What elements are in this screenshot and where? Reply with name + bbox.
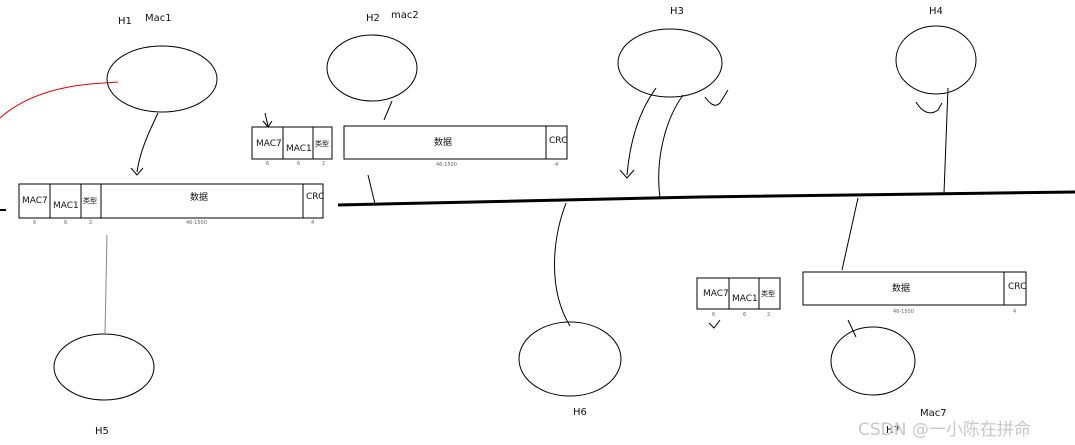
frame-bottom-crc: CRC bbox=[1008, 282, 1026, 292]
frame-left-len-data: 46-1500 bbox=[186, 220, 207, 226]
link-h5-frame bbox=[104, 234, 108, 336]
host-h6-label: H6 bbox=[573, 407, 587, 418]
frame-left-len-type: 2 bbox=[89, 220, 92, 226]
frame-bottom-len-data: 46-1500 bbox=[893, 309, 914, 315]
frame-bottom-len-crc: 4 bbox=[1013, 309, 1016, 315]
frame-bottom-header: MAC7 MAC1 类型 6 6 2 bbox=[696, 277, 781, 318]
frame-top-len-crc: 4 bbox=[555, 162, 558, 168]
host-h1-label: H1 bbox=[118, 16, 132, 27]
host-h7-node bbox=[830, 326, 916, 396]
frame-top-len-type: 2 bbox=[322, 161, 325, 167]
link-h2-bus bbox=[367, 174, 376, 205]
frame-left-src-mac: MAC1 bbox=[53, 201, 79, 211]
frame-left-dst-mac: MAC7 bbox=[22, 196, 48, 206]
host-h4-node bbox=[895, 25, 977, 95]
arrow-down-h2 bbox=[262, 112, 273, 128]
link-h3-bus bbox=[658, 94, 684, 199]
frame-top-data: 数据 bbox=[434, 136, 452, 148]
link-h7-bus bbox=[841, 197, 859, 271]
frame-left-type: 类型 bbox=[83, 196, 97, 205]
frame-top-len-data: 46-1500 bbox=[436, 162, 457, 168]
frame-left: MAC7 MAC1 类型 数据 CRC 6 6 2 46-1500 4 bbox=[18, 183, 324, 226]
link-h1-frame bbox=[136, 112, 159, 173]
frame-top-crc: CRC bbox=[549, 136, 567, 146]
arrowhead-h3 bbox=[619, 169, 635, 179]
frame-bottom-data: 数据 bbox=[892, 282, 910, 294]
frame-bottom-len-src: 6 bbox=[743, 312, 746, 318]
frame-bottom-type: 类型 bbox=[761, 289, 775, 298]
host-h2-mac: mac2 bbox=[391, 10, 419, 21]
check-mark-h4 bbox=[915, 101, 943, 114]
frame-top-type: 类型 bbox=[315, 139, 329, 148]
host-h2-node bbox=[326, 34, 418, 102]
frame-bottom-payload: 数据 CRC 46-1500 4 bbox=[802, 271, 1027, 315]
frame-bottom-len-dst: 6 bbox=[712, 312, 715, 318]
frame-left-data: 数据 bbox=[190, 191, 208, 203]
link-h6-bus bbox=[554, 202, 571, 327]
link-h7-frame bbox=[847, 319, 857, 338]
host-h2-label: H2 bbox=[366, 13, 380, 24]
frame-left-crc: CRC bbox=[306, 192, 324, 202]
frame-bottom-src-mac: MAC1 bbox=[732, 294, 758, 304]
frame-top-payload: 数据 CRC 46-1500 4 bbox=[343, 125, 568, 168]
host-h7-mac: Mac7 bbox=[920, 408, 947, 419]
check-mark-h7 bbox=[708, 319, 721, 329]
red-annotation bbox=[0, 81, 119, 119]
frame-left-len-dst: 6 bbox=[33, 220, 36, 226]
host-h5-node bbox=[53, 333, 155, 401]
link-h3-arrow bbox=[626, 87, 657, 176]
frame-bottom-dst-mac: MAC7 bbox=[703, 289, 729, 299]
frame-top-len-dst: 6 bbox=[266, 161, 269, 167]
frame-left-len-src: 6 bbox=[64, 220, 67, 226]
watermark: CSDN @一小陈在拼命 bbox=[858, 420, 1031, 440]
link-h2-frame bbox=[383, 100, 393, 121]
host-h5-label: H5 bbox=[95, 426, 109, 437]
host-h3-node bbox=[617, 28, 723, 98]
bus-line bbox=[337, 190, 1075, 207]
frame-top-header: MAC7 MAC1 类型 6 6 2 bbox=[251, 126, 333, 167]
check-mark-h3 bbox=[704, 89, 729, 106]
arrowhead-h1 bbox=[130, 167, 144, 176]
frame-top-len-src: 6 bbox=[297, 161, 300, 167]
host-h7-label: H7 bbox=[886, 425, 900, 436]
frame-top-dst-mac: MAC7 bbox=[256, 139, 282, 149]
link-h4-bus bbox=[943, 87, 949, 194]
frame-bottom-len-type: 2 bbox=[767, 312, 770, 318]
host-h4-label: H4 bbox=[929, 6, 943, 17]
host-h1-mac: Mac1 bbox=[145, 13, 172, 24]
host-h6-node bbox=[518, 321, 622, 397]
host-h1-node bbox=[106, 45, 218, 113]
frame-left-len-crc: 4 bbox=[311, 220, 314, 226]
frame-top-src-mac: MAC1 bbox=[286, 144, 312, 154]
host-h3-label: H3 bbox=[670, 6, 684, 17]
